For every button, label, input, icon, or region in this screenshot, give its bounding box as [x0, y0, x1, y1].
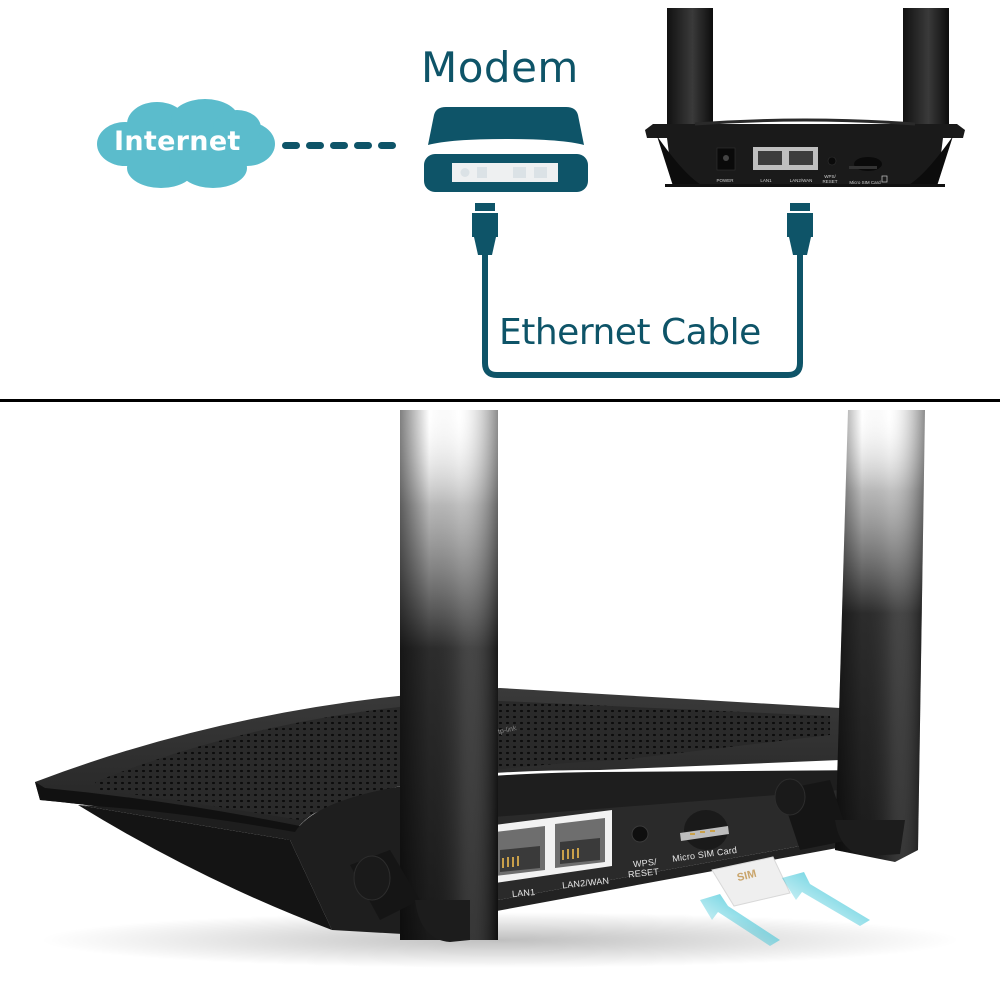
ethernet-plug-icon-left: [472, 203, 498, 255]
top-panel: Internet Modem: [0, 0, 1000, 400]
rear-label-wps-reset: WPS/ RESET: [822, 174, 838, 184]
panel-divider: [0, 399, 1000, 402]
router-photo: [35, 410, 960, 968]
cloud-icon: [97, 99, 275, 188]
modem-icon: [424, 107, 588, 192]
port-label-lan1: LAN1: [511, 887, 536, 899]
bottom-panel: LAN1 LAN2/WAN WPS/ RESET Micro SIM Card …: [0, 402, 1000, 1000]
rear-label-lan2-wan: LAN2/WAN: [789, 178, 813, 183]
ethernet-cable-label: Ethernet Cable: [499, 312, 761, 353]
dashed-connection-line: [282, 142, 396, 149]
router-icon: [645, 8, 965, 187]
rear-label-micro-sim: Micro SIM Card: [849, 180, 881, 185]
router-rear-small: POWER LAN1 LAN2/WAN WPS/ RESET Micro SIM…: [645, 8, 965, 193]
sim-card-icon: [711, 856, 791, 907]
internet-label: Internet: [114, 126, 241, 157]
rear-label-power: POWER: [716, 178, 734, 183]
internet-cloud: Internet: [95, 98, 277, 190]
insert-arrow-icon: [700, 872, 870, 946]
modem-label: Modem: [421, 43, 579, 92]
ethernet-plug-icon-right: [787, 203, 813, 255]
rear-label-lan1: LAN1: [760, 178, 772, 183]
ethernet-cable: [472, 203, 813, 378]
lan-ports-block: [487, 810, 612, 884]
wps-reset-button: [631, 825, 649, 843]
